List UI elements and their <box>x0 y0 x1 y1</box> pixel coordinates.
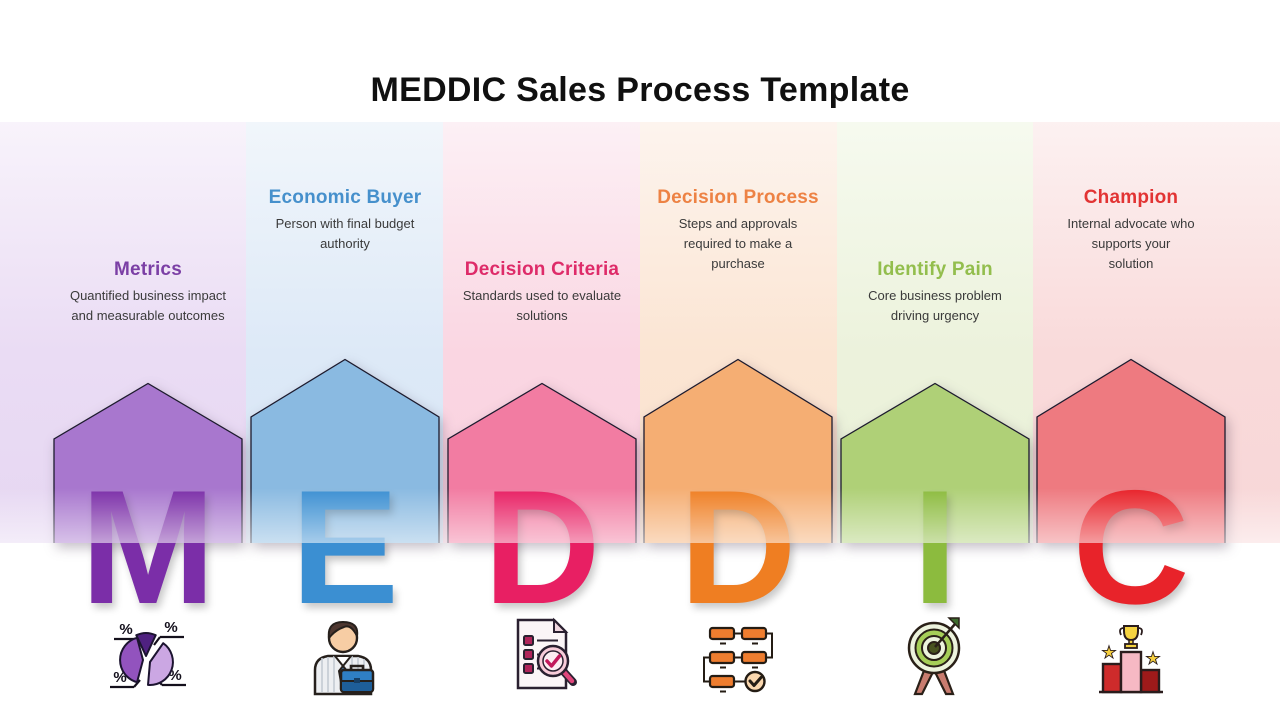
description-line: Standards used to evaluate <box>462 288 622 303</box>
checklist-magnifier-icon <box>498 614 586 702</box>
description-line: driving urgency <box>890 308 980 323</box>
white-fade-overlay <box>0 488 1280 543</box>
description-line: solution <box>1108 256 1154 271</box>
description-line: Steps and approvals <box>678 216 798 231</box>
description-line: purchase <box>711 256 765 271</box>
column-description: Quantified business impact and measurabl… <box>42 286 254 326</box>
dartboard-target-icon <box>891 614 979 702</box>
column-title: Decision Process <box>657 186 819 208</box>
page-title: MEDDIC Sales Process Template <box>370 70 910 109</box>
column-description: Person with final budget authority <box>239 214 451 254</box>
column-description: Steps and approvals required to make a p… <box>632 214 844 274</box>
pie-chart-percentages-icon: % % % % <box>104 614 192 702</box>
column-title: Decision Criteria <box>464 258 620 280</box>
description-line: Core business problem <box>868 288 1002 303</box>
description-line: authority <box>320 236 370 251</box>
businessman-briefcase-icon <box>301 614 389 702</box>
winner-podium-trophy-icon: ★ ★ <box>1087 614 1175 702</box>
column-title: Champion <box>1083 186 1179 208</box>
column-description: Core business problem driving urgency <box>829 286 1041 326</box>
description-line: Person with final budget <box>275 216 415 231</box>
description-line: Quantified business impact <box>69 288 227 303</box>
column-title: Metrics <box>114 258 182 280</box>
svg-text:%: % <box>164 619 177 636</box>
description-line: solutions <box>516 308 568 323</box>
svg-text:%: % <box>119 621 132 638</box>
description-line: and measurable outcomes <box>71 308 225 323</box>
description-line: Internal advocate who <box>1067 216 1195 231</box>
column-description: Internal advocate who supports your solu… <box>1025 214 1237 274</box>
description-line: supports your <box>1091 236 1171 251</box>
svg-text:★: ★ <box>1145 649 1160 668</box>
column-title: Economic Buyer <box>268 186 422 208</box>
svg-text:★: ★ <box>1101 643 1116 662</box>
column-description: Standards used to evaluate solutions <box>436 286 648 326</box>
column-title: Identify Pain <box>877 258 993 280</box>
flowchart-approval-icon <box>694 614 782 702</box>
description-line: required to make a <box>683 236 793 251</box>
